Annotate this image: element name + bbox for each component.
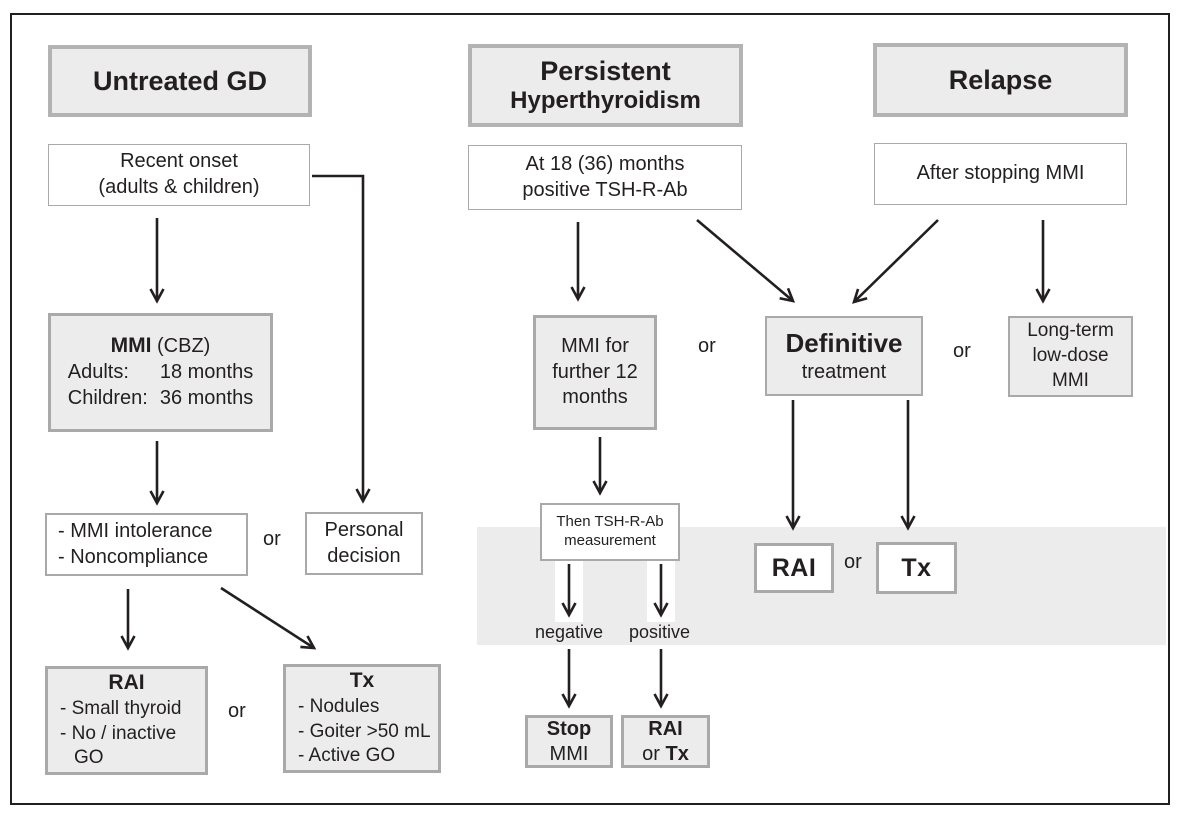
node-mmi-intolerance: - MMI intolerance - Noncompliance [45, 513, 248, 576]
node-text: After stopping MMI [916, 162, 1085, 185]
node-at-18-months: At 18 (36) months positive TSH-R-Ab [468, 145, 742, 210]
node-line: (adults & children) [98, 176, 260, 198]
node-persistent-hyperthyroidism: Persistent Hyperthyroidism [468, 44, 743, 127]
node-after-stopping-mmi: After stopping MMI [874, 143, 1127, 205]
children-label: Children: [67, 386, 148, 409]
node-recent-onset: Recent onset (adults & children) [48, 144, 310, 206]
adults-label: Adults: [67, 361, 129, 384]
node-line: MMI [549, 742, 589, 765]
node-line: or Tx [642, 742, 689, 767]
arrow-backdrop-negative [555, 560, 583, 622]
or-label-rai-tx: or [228, 700, 246, 722]
node-rai-band: RAI [754, 543, 834, 593]
node-untreated-gd: Untreated GD [48, 45, 312, 117]
node-line: Personal [324, 518, 404, 541]
node-then-tshrab: Then TSH-R-Ab measurement [540, 503, 680, 561]
node-relapse: Relapse [873, 43, 1128, 117]
arrow-backdrop-positive [647, 560, 675, 622]
or-word: or [642, 742, 666, 765]
node-line-bold: Stop [546, 717, 592, 740]
or-label-rai-tx-band: or [844, 551, 862, 573]
children-value: 36 months [159, 386, 254, 409]
node-title: Tx [349, 669, 375, 693]
or-label-mmi-definitive: or [698, 335, 716, 357]
node-title-rest: (CBZ) [151, 335, 211, 358]
adults-value: 18 months [159, 361, 254, 384]
node-title: RAI [108, 671, 145, 695]
node-line: measurement [564, 532, 656, 549]
node-line: decision [327, 544, 401, 567]
node-line: Recent onset [120, 150, 238, 173]
node-stop-mmi: Stop MMI [525, 715, 613, 768]
or-label-intolerance: or [263, 528, 281, 550]
tx-criteria-list: - Nodules- Goiter >50 mL- Active GO [298, 695, 431, 767]
node-line: Persistent [540, 55, 671, 86]
node-mmi-further-12: MMI for further 12 months [533, 315, 657, 430]
node-line-bold: RAI [648, 717, 683, 740]
node-line: Then TSH-R-Ab [556, 513, 664, 531]
node-rai-or-tx: RAI or Tx [621, 715, 710, 768]
mmi-duration-table: Adults: 18 months Children: 36 months [68, 360, 253, 411]
node-title: Untreated GD [92, 65, 268, 96]
node-line: Hyperthyroidism [510, 87, 701, 115]
node-title-bold: MMI [110, 334, 152, 358]
node-line: - MMI intolerance [58, 519, 213, 542]
node-mmi-cbz: MMI (CBZ) Adults: 18 months Children: 36… [48, 313, 273, 432]
node-line: - Noncompliance [58, 545, 209, 568]
node-line: At 18 (36) months [525, 152, 685, 175]
node-rai-detail: RAI - Small thyroid- No / inactive GO [45, 666, 208, 775]
node-line: positive TSH-R-Ab [522, 178, 688, 201]
node-title-bold: Definitive [785, 328, 903, 359]
node-text: Long-term low-dose MMI [1027, 320, 1114, 391]
node-title: RAI [771, 554, 817, 582]
node-longterm-mmi: Long-term low-dose MMI [1008, 316, 1133, 397]
label-positive: positive [629, 622, 691, 642]
node-title-rest: treatment [801, 360, 887, 383]
or-label-definitive-longterm: or [953, 340, 971, 362]
node-definitive-treatment: Definitive treatment [765, 316, 923, 396]
node-text: MMI for further 12 months [552, 335, 638, 409]
node-personal-decision: Personal decision [305, 512, 423, 575]
node-tx-detail: Tx - Nodules- Goiter >50 mL- Active GO [283, 664, 441, 773]
node-tx-band: Tx [876, 542, 957, 594]
rai-criteria-list: - Small thyroid- No / inactive GO [60, 697, 182, 769]
tx-word: Tx [665, 742, 689, 765]
node-title: Tx [901, 554, 932, 582]
node-title: MMI (CBZ) [111, 333, 211, 360]
node-title: Relapse [948, 64, 1053, 95]
label-negative: negative [535, 622, 604, 642]
